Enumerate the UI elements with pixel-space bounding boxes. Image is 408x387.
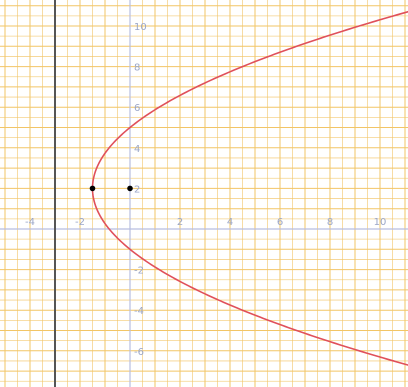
y-tick-label: 6 [134, 103, 140, 114]
parabola-curve [91, 10, 408, 366]
y-tick-label: 4 [134, 144, 140, 155]
x-tick-label: 4 [227, 217, 233, 228]
y-tick-label: -6 [134, 347, 144, 358]
focus-point [127, 185, 133, 192]
y-tick-label: -2 [134, 266, 144, 277]
x-tick-label: 6 [277, 217, 283, 228]
x-tick-label: -2 [75, 217, 85, 228]
x-tick-label: 2 [177, 217, 183, 228]
x-tick-label: -4 [25, 217, 35, 228]
y-tick-label: 8 [134, 63, 140, 74]
y-tick-label: 2 [134, 184, 140, 195]
x-tick-label: 8 [327, 217, 333, 228]
vertex-point [89, 185, 96, 192]
y-tick-label: 10 [134, 22, 147, 33]
y-tick-label: -4 [134, 306, 144, 317]
x-tick-label: 10 [374, 217, 387, 228]
